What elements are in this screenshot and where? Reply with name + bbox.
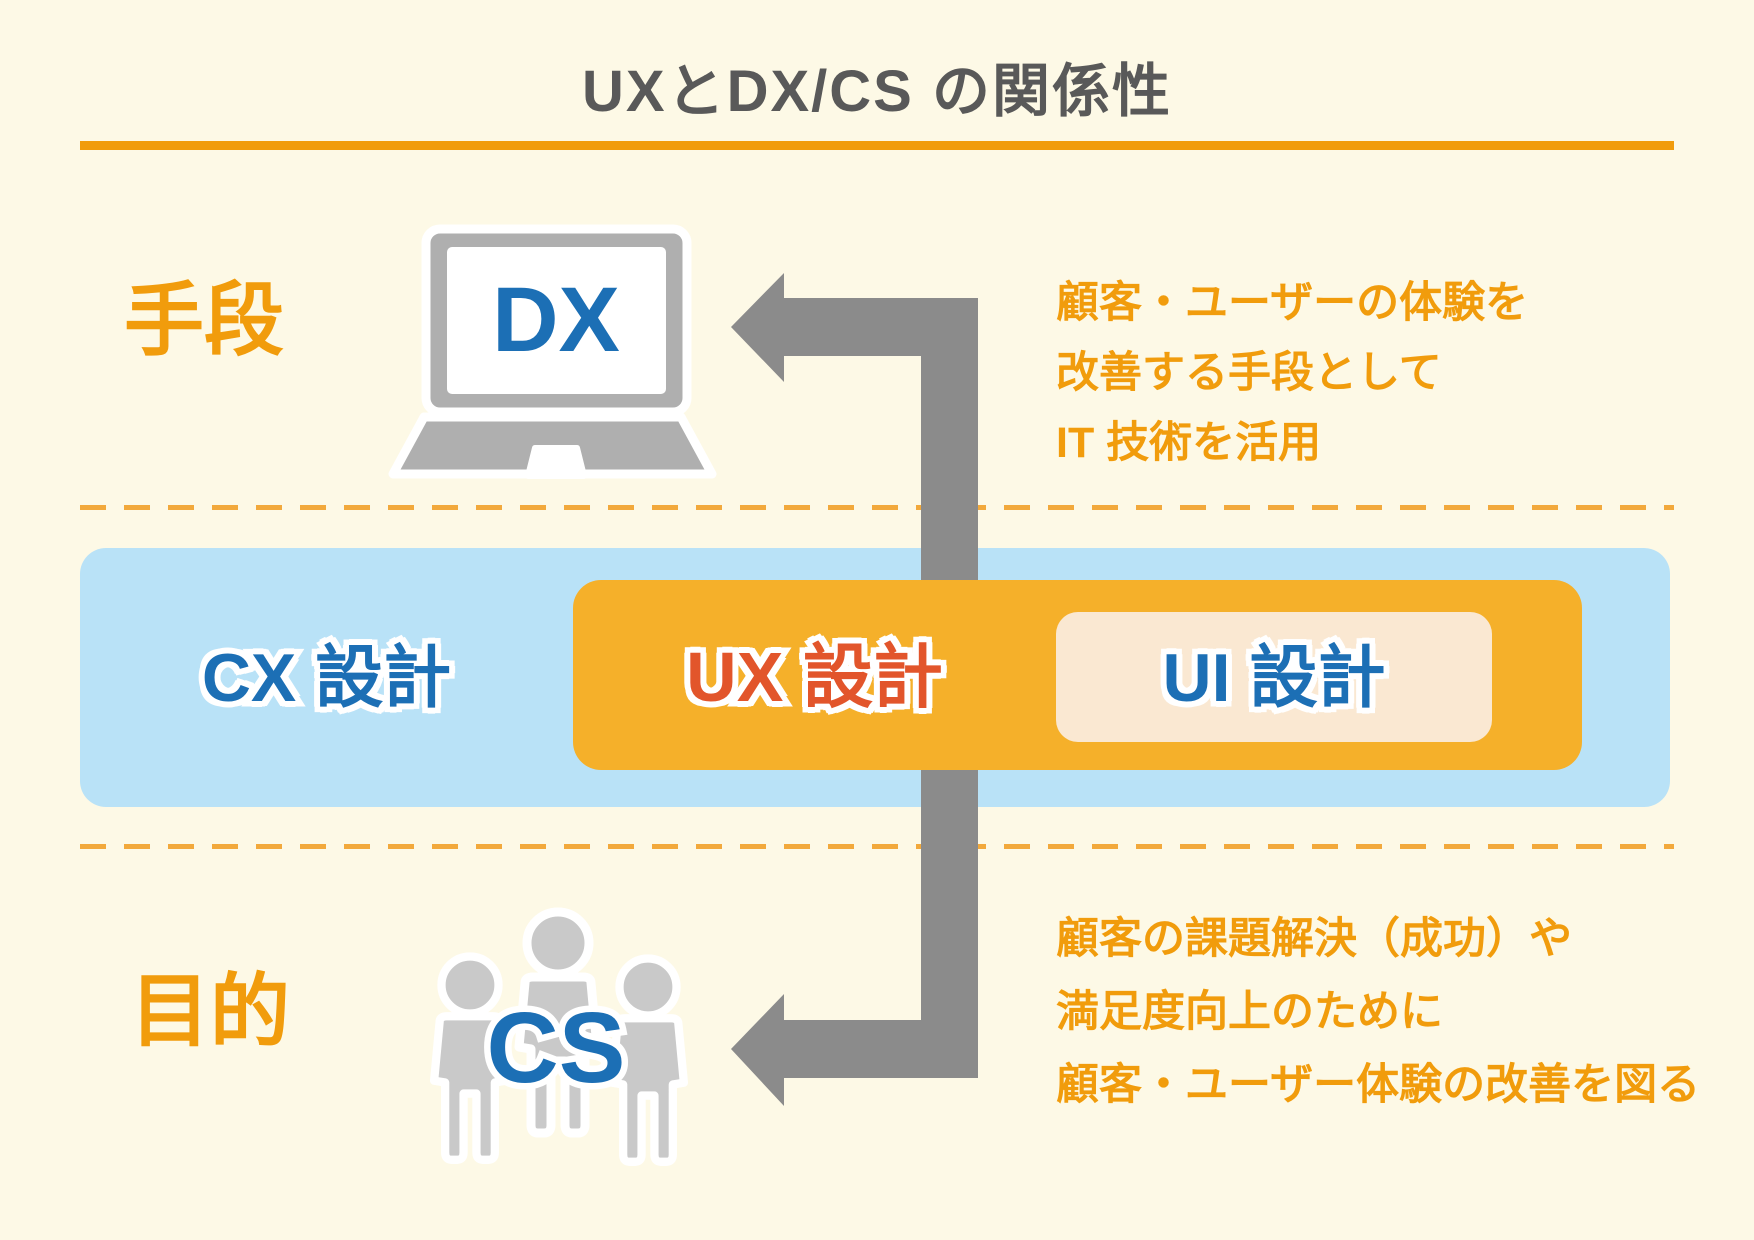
ui-label-text: UI 設計: [1162, 640, 1386, 716]
dashed-divider-bottom: [80, 844, 1674, 849]
dx-label: DX: [492, 269, 620, 371]
person-center-icon: [514, 907, 602, 1138]
purpose-note-line-1: 顧客の課題解決（成功）や: [1056, 915, 1572, 963]
means-note-line-2: 改善する手段として: [1056, 349, 1442, 397]
person-left-icon: [429, 952, 511, 1164]
title-underline: [80, 141, 1674, 150]
ui-label: UI 設計 UI 設計: [1056, 639, 1492, 718]
ux-label: UX 設計 UX 設計: [573, 637, 1056, 718]
people-icon: CS: [429, 907, 689, 1166]
dashed-divider-top: [80, 505, 1674, 510]
ui-label-outline: UI 設計: [1157, 639, 1391, 718]
laptop-screen: [447, 247, 666, 394]
laptop-notch: [525, 445, 587, 479]
row-label-means: 手段: [124, 276, 284, 365]
cx-label-text: CX 設計: [201, 640, 452, 716]
purpose-note-line-3: 顧客・ユーザー体験の改善を図る: [1056, 1061, 1701, 1109]
purpose-note: 顧客の課題解決（成功）や 満足度向上のために 顧客・ユーザー体験の改善を図る: [1056, 903, 1700, 1122]
page-title: UXとDX/CS の関係性: [582, 59, 1172, 124]
purpose-note-line-2: 満足度向上のために: [1056, 988, 1443, 1036]
means-note: 顧客・ユーザーの体験を 改善する手段として IT 技術を活用: [1056, 268, 1528, 478]
person-right-icon: [607, 954, 689, 1166]
row-label-purpose: 目的: [130, 967, 290, 1056]
laptop-icon: DX: [388, 224, 717, 479]
cx-label: CX 設計 CX 設計: [80, 639, 573, 718]
ui-box: [1056, 612, 1492, 742]
cx-label-outline: CX 設計: [196, 639, 456, 718]
ux-label-outline: UX 設計: [681, 637, 949, 718]
ux-label-text: UX 設計: [686, 638, 943, 716]
cs-label: CS: [487, 992, 626, 1104]
means-note-line-1: 顧客・ユーザーの体験を: [1056, 279, 1529, 327]
means-note-line-3: IT 技術を活用: [1056, 419, 1322, 467]
